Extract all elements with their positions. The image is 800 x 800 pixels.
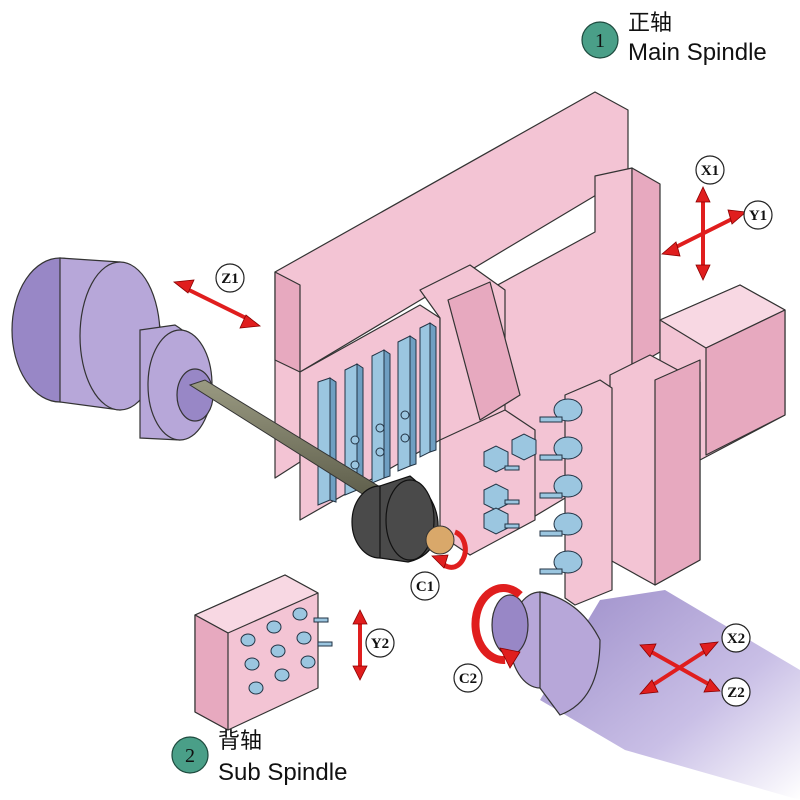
svg-text:X1: X1 [701,163,719,179]
main-spindle [11,257,386,501]
right-tool-stack [539,398,583,575]
sub-spindle-en: Sub Spindle [218,759,347,786]
sub-spindle-number: 2 [185,745,195,767]
main-spindle-number: 1 [595,30,605,52]
main-spindle-label: 1 正轴 Main Spindle [581,11,767,66]
x2-z2-arrows [639,641,721,695]
axis-label-x1: X1 [695,155,725,185]
sub-spindle-cn: 背轴 [218,729,262,754]
svg-text:C1: C1 [416,579,434,595]
c1-rotation-arrow [431,529,468,570]
svg-text:Z1: Z1 [221,271,239,287]
y2-arrow [352,609,368,681]
svg-text:Y2: Y2 [371,636,389,652]
main-spindle-en: Main Spindle [628,39,767,66]
axis-label-z1: Z1 [215,263,245,293]
x1-y1-arrows [661,186,747,281]
sub-spindle [491,590,800,800]
axis-label-c1: C1 [410,571,440,601]
hex-tool-holders [483,433,537,535]
axis-label-y1: Y1 [743,200,773,230]
svg-text:X2: X2 [727,631,745,647]
axis-label-y2: Y2 [365,628,395,658]
sub-tool-block [194,574,333,731]
c2-rotation-arrow [471,584,523,669]
svg-text:Y1: Y1 [749,208,767,224]
svg-text:C2: C2 [459,671,477,687]
main-chuck [351,475,455,563]
sub-tool-holders [240,607,333,695]
main-spindle-cn: 正轴 [628,11,672,36]
axis-label-x2: X2 [721,623,751,653]
axis-label-z2: Z2 [721,677,751,707]
svg-text:Z2: Z2 [727,685,745,701]
axis-label-c2: C2 [453,663,483,693]
z1-arrow [172,279,262,329]
sub-spindle-label: 2 背轴 Sub Spindle [171,729,347,786]
